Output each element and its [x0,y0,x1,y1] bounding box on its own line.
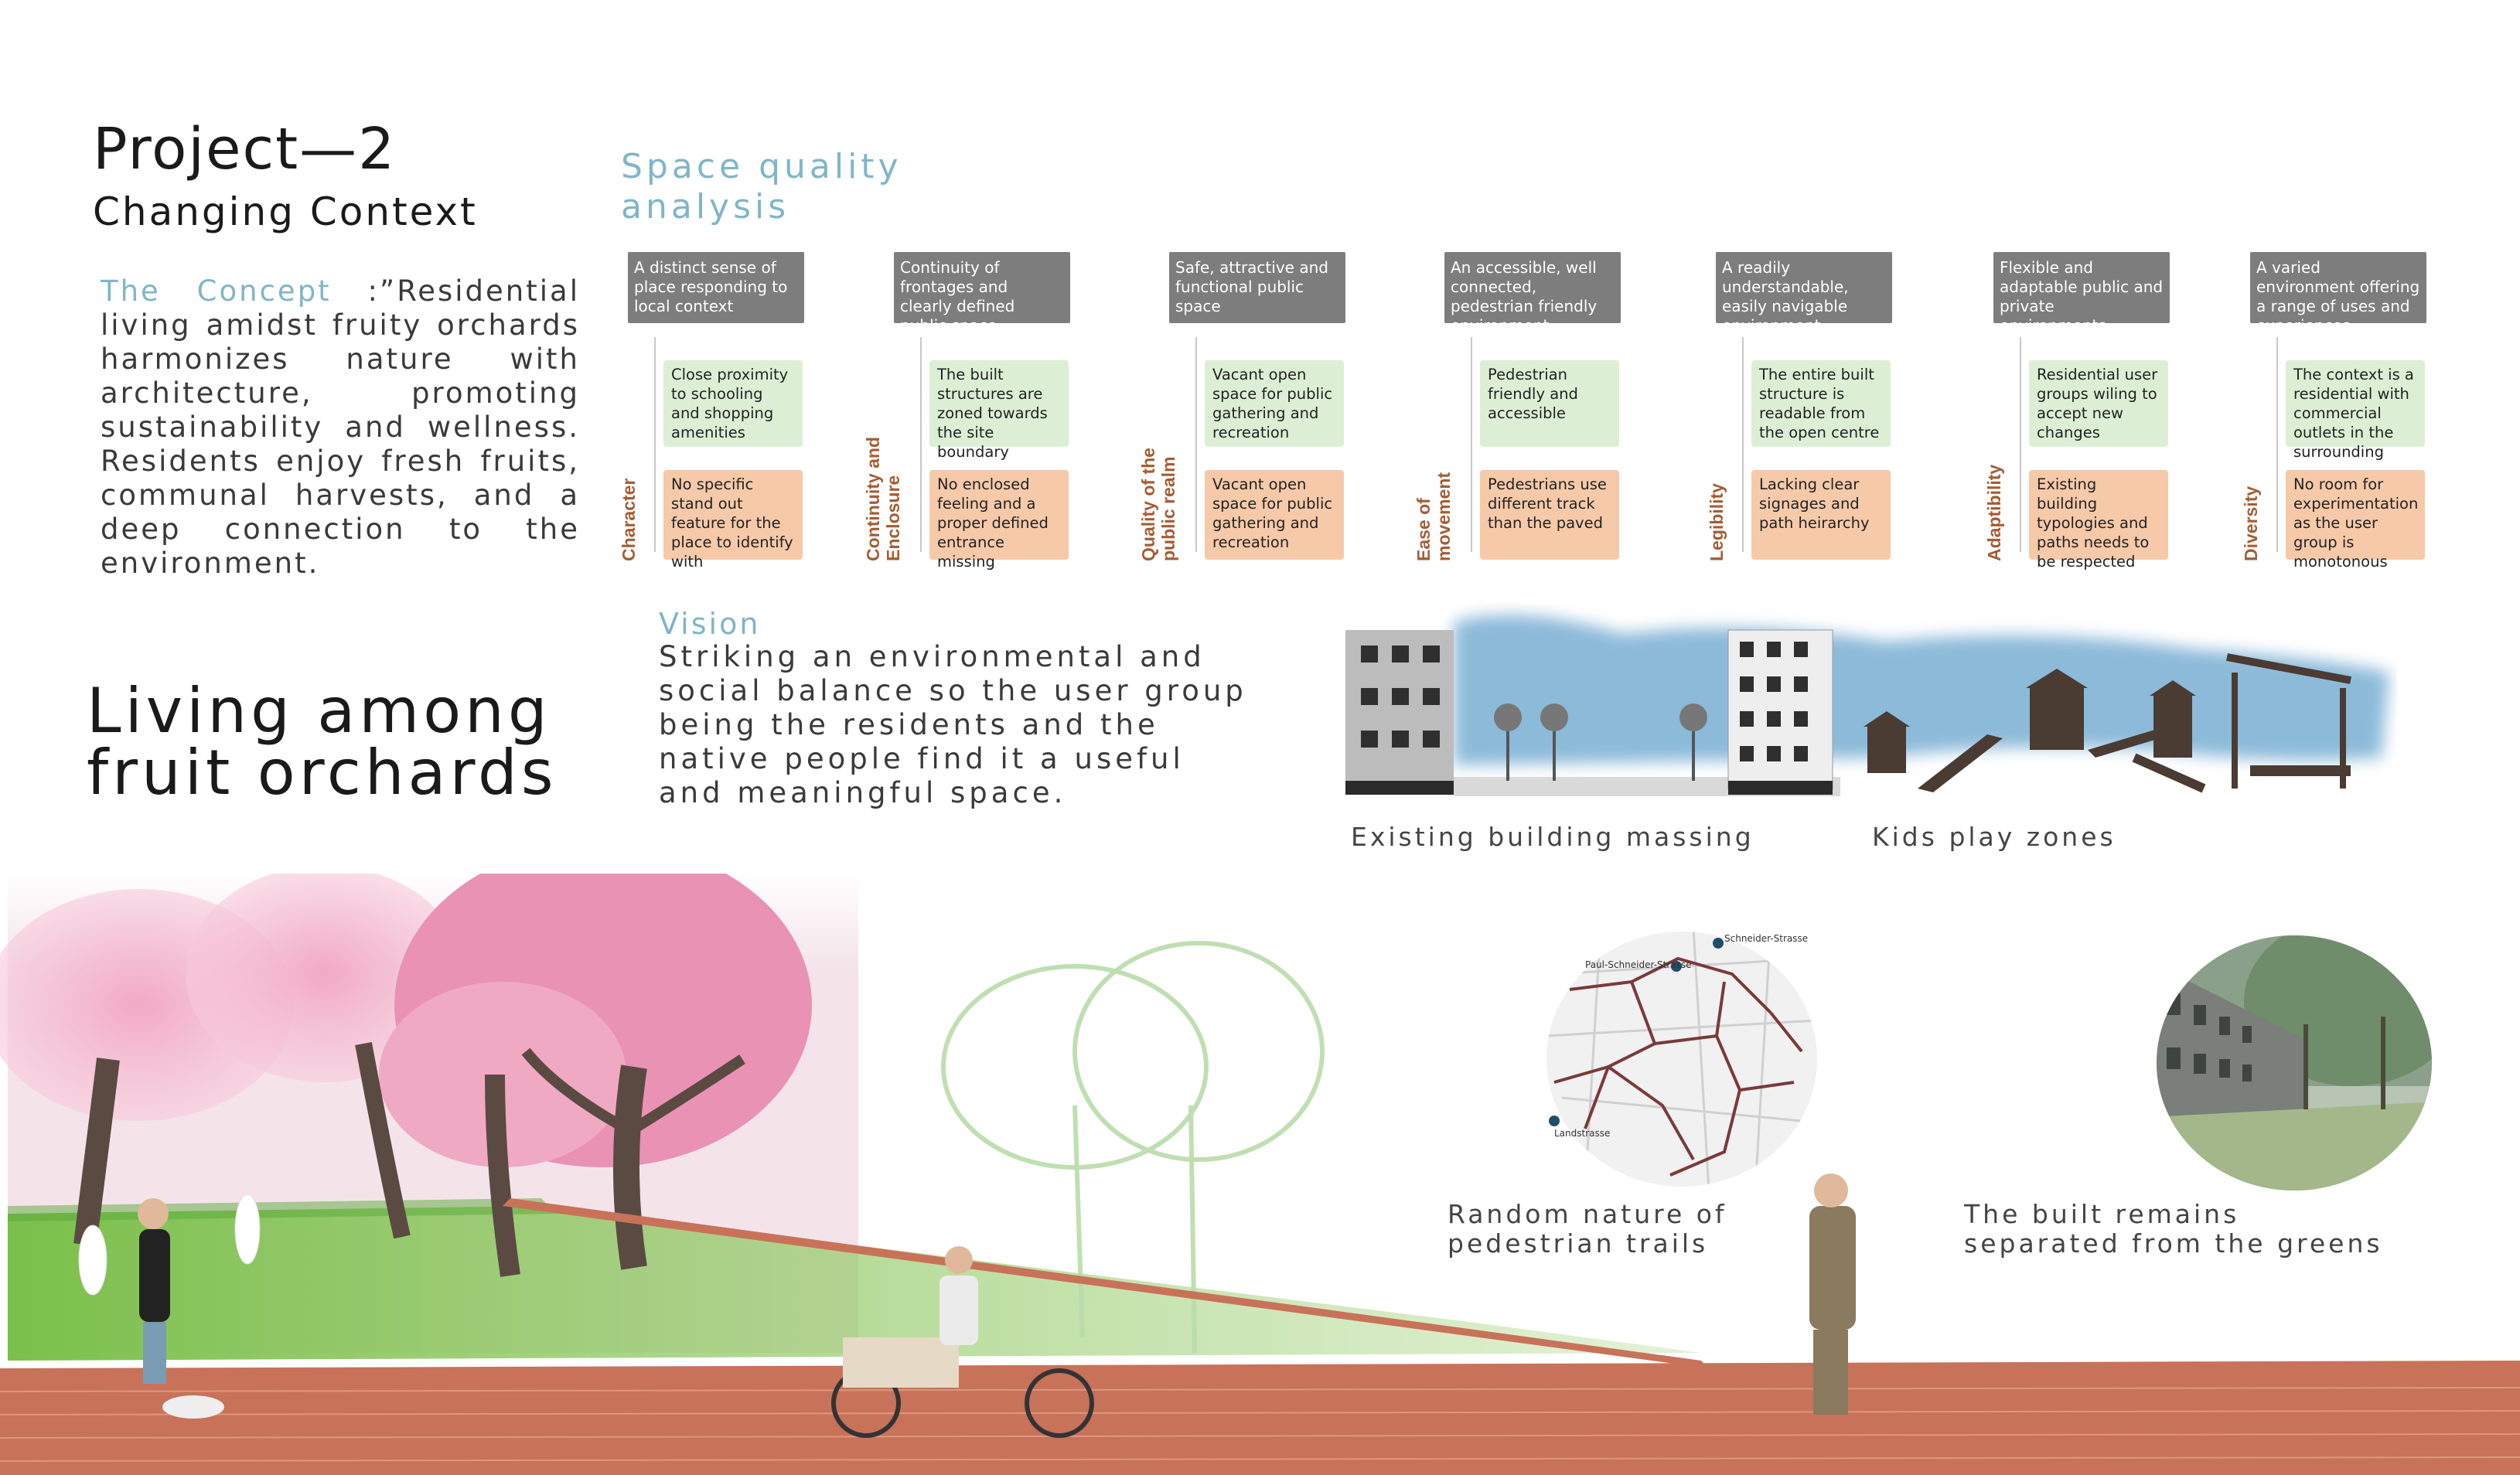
space-quality-title: Space quality analysis [621,147,902,227]
column-stem [2276,337,2278,552]
street-trees [1494,703,1707,781]
young-green-trees [941,941,1325,1354]
space-quality-title-line-2: analysis [621,187,790,227]
map-label-street-2: Paul-Schneider-Strasse [1585,959,1691,970]
positive-box: Vacant open space for public gathering a… [1205,360,1344,447]
map-label-street-1: Schneider-Strasse [1724,933,1808,944]
caption-trails-line-2: pedestrian trails [1448,1228,1709,1259]
caption-built-separated: The built remains separated from the gre… [1964,1200,2383,1259]
column-stem [2020,337,2021,552]
concept-paragraph: The Concept :”Residential living amidst … [101,274,580,581]
positive-box: The entire built structure is readable f… [1751,360,1891,447]
column-stem [1195,337,1197,552]
vision-text: Striking an environmental and social bal… [659,640,1247,809]
column-header: A readily understandable, easily navigab… [1716,252,1892,335]
people-figures [78,1174,1856,1438]
negative-box: No specific stand out feature for the pl… [663,470,803,571]
caption-trails-line-1: Random nature of [1448,1199,1727,1229]
quality-column-diversity: A varied environment offering a range of… [2241,252,2426,571]
column-header: A distinct sense of place responding to … [628,252,804,323]
play-structures [1864,653,2351,793]
caption-kids-play-zones: Kids play zones [1872,822,2116,852]
quality-column-adaptibility: Flexible and adaptable public and privat… [1984,252,2170,571]
caption-existing-building-massing: Existing building massing [1351,822,1754,852]
column-header: Flexible and adaptable public and privat… [1993,252,2170,335]
space-quality-title-line-1: Space quality [621,147,902,186]
negative-box: No enclosed feeling and a proper defined… [929,470,1069,571]
project-subtitle: Changing Context [93,189,478,234]
positive-box: Pedestrian friendly and accessible [1480,360,1619,447]
column-stem [654,337,656,552]
negative-box: Lacking clear signages and path heirarch… [1751,470,1891,560]
positive-box: The context is a residential with commer… [2286,360,2425,461]
caption-built-line-2: separated from the greens [1964,1228,2383,1259]
quality-column-movement: An accessible, well connected, pedestria… [1413,252,1621,561]
negative-box: Vacant open space for public gathering a… [1205,470,1344,560]
column-header: Continuity of frontages and clearly defi… [894,252,1070,335]
column-header: Safe, attractive and functional public s… [1169,252,1345,323]
map-label-street-3: Landstrasse [1554,1128,1610,1139]
caption-built-line-1: The built remains [1964,1199,2240,1229]
positive-box: Close proximity to schooling and shoppin… [663,360,803,447]
vision-label: Vision [659,607,761,641]
massing-and-play-illustration [1345,615,2389,796]
cherry-blossom-trees [0,874,812,1277]
negative-box: Existing building typologies and paths n… [2029,470,2168,571]
quality-column-character: A distinct sense of place responding to … [619,252,804,571]
quality-column-continuity: Continuity of frontages and clearly defi… [863,252,1070,571]
concept-label: The Concept [101,274,332,308]
column-stem [1742,337,1744,552]
column-header: An accessible, well connected, pedestria… [1444,252,1621,335]
negative-box: No room for experimentation as the user … [2286,470,2425,571]
orchard-landscape-illustration [0,874,2520,1475]
quality-column-public-realm: Safe, attractive and functional public s… [1138,252,1345,561]
project-title: Project—2 [93,116,397,182]
positive-box: Residential user groups wiling to accept… [2029,360,2168,447]
positive-box: The built structures are zoned towards t… [929,360,1069,461]
headline-line-1: Living among [87,675,551,747]
quality-column-legibility: A readily understandable, easily navigab… [1707,252,1892,561]
headline-line-2: fruit orchards [87,737,558,809]
column-stem [920,337,922,552]
headline: Living among fruit orchards [87,680,558,804]
pedestrian-trail-map: Schneider-Strasse Paul-Schneider-Strasse… [1546,932,1817,1187]
caption-pedestrian-trails: Random nature of pedestrian trails [1448,1200,1727,1259]
built-vs-greens-photo [2157,935,2432,1191]
concept-text: :”Residential living amidst fruity orcha… [101,274,580,580]
column-stem [1471,337,1472,552]
negative-box: Pedestrians use different track than the… [1480,470,1619,560]
column-header: A varied environment offering a range of… [2250,252,2426,335]
